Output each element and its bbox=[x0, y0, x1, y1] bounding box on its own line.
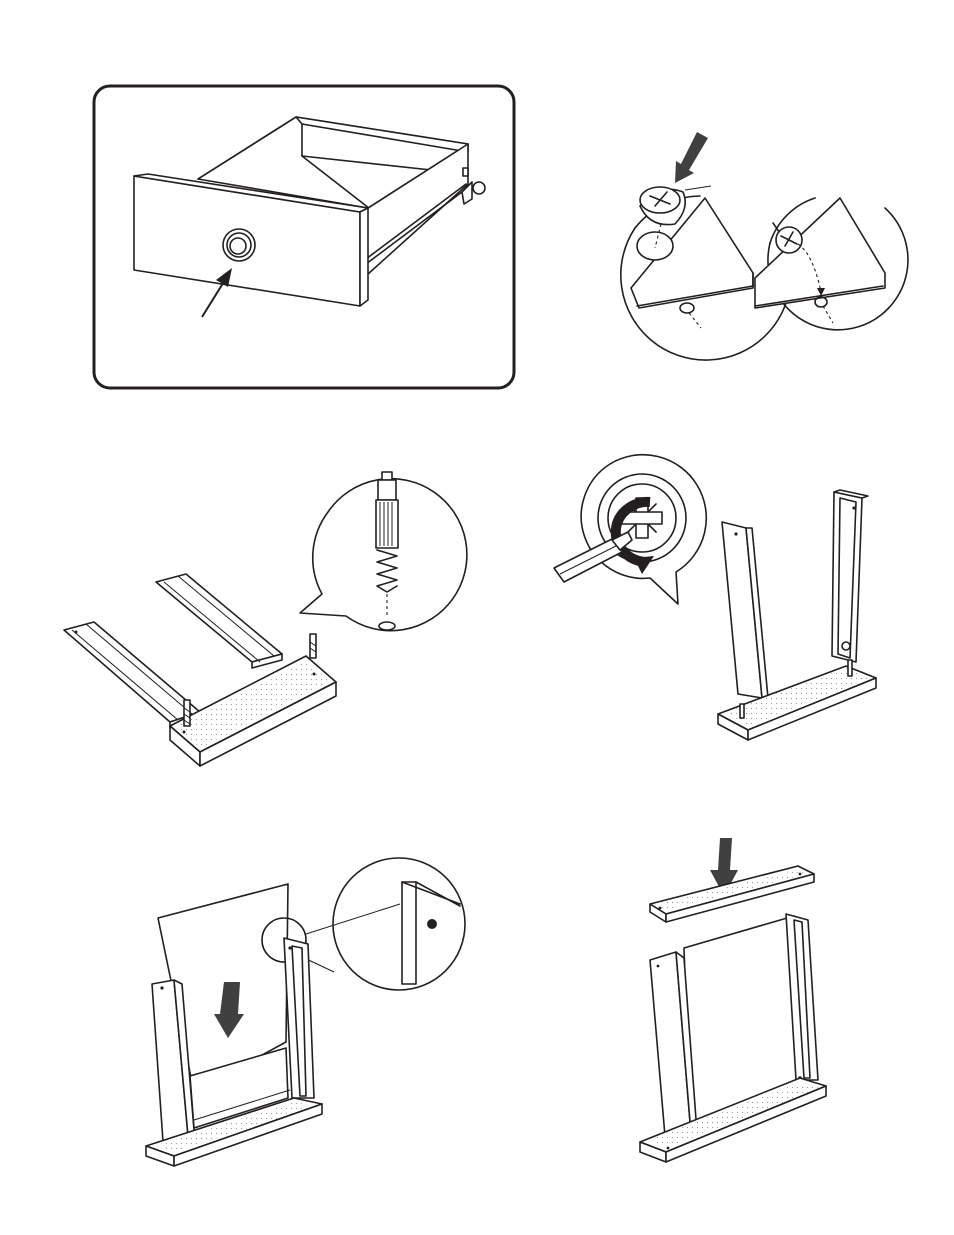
rail-left bbox=[64, 622, 200, 728]
side-panel-left bbox=[722, 522, 768, 698]
step-cam-lock-tighten bbox=[550, 462, 880, 747]
step-top-panel-attach bbox=[636, 836, 836, 1166]
side-panel-right bbox=[832, 490, 868, 662]
step-dowel-insert bbox=[60, 468, 470, 768]
step-cam-lock-insert bbox=[615, 128, 900, 348]
magnifier-callout bbox=[300, 472, 467, 631]
side-panel-right bbox=[284, 938, 314, 1106]
magnifier-right bbox=[755, 198, 908, 330]
magnifier-callout bbox=[554, 455, 706, 604]
drawer-illustration bbox=[134, 117, 485, 306]
rail-right bbox=[156, 574, 282, 668]
step-back-panel-slide bbox=[140, 852, 470, 1168]
knob-icon bbox=[223, 229, 255, 261]
step-drawer-knob bbox=[92, 84, 516, 390]
down-arrow-icon bbox=[675, 132, 708, 183]
cam-lock-icon bbox=[776, 227, 802, 253]
